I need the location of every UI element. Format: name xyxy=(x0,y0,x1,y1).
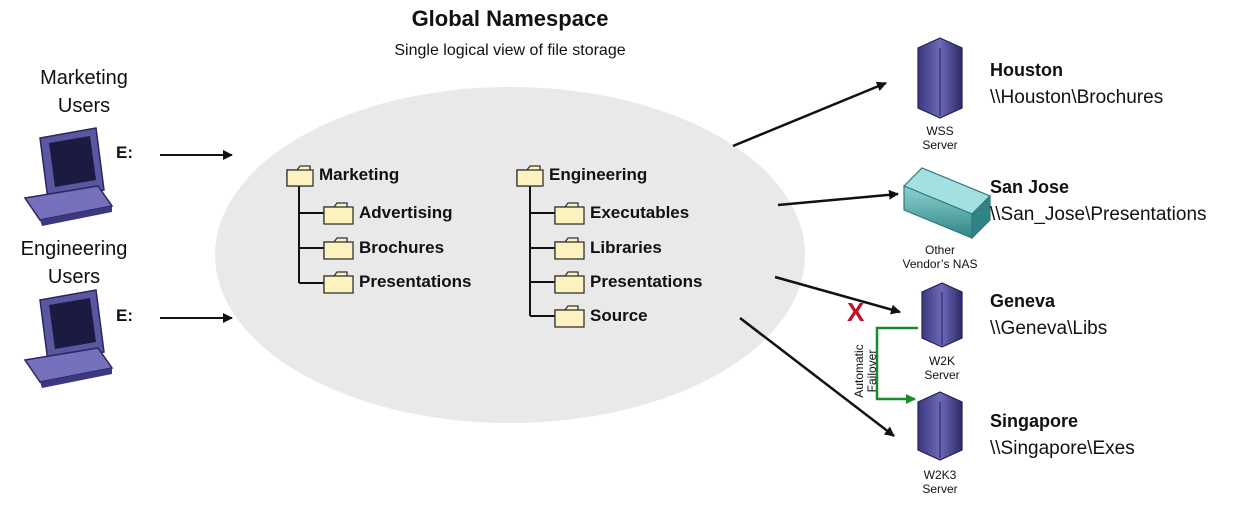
site-path: \\Houston\Brochures xyxy=(990,87,1164,108)
singapore-arrow xyxy=(739,317,895,437)
folder-presentations[interactable]: Presentations xyxy=(359,272,472,291)
san-jose-arrow xyxy=(777,189,899,207)
site-path: \\Singapore\Exes xyxy=(990,438,1135,459)
folder-engineering[interactable]: Engineering xyxy=(549,165,648,184)
failure-x-mark: X xyxy=(847,297,865,327)
folder-executables[interactable]: Executables xyxy=(590,203,690,222)
san-jose-server-caption: Other Vendor’s NAS xyxy=(902,243,978,271)
folder-icon xyxy=(516,165,544,187)
folder-icon xyxy=(554,237,585,260)
marketing-users-label: Marketing Users xyxy=(40,67,128,117)
computer-icon xyxy=(23,127,114,226)
engineering-users-label: Engineering Users xyxy=(20,238,128,288)
failover-path xyxy=(875,326,918,404)
geneva-arrow xyxy=(774,275,901,315)
site-path: \\San_Jose\Presentations xyxy=(990,204,1207,225)
computer-icon xyxy=(23,289,114,388)
marketing-drive-label: E: xyxy=(116,143,133,162)
geneva-server-caption: W2K Server xyxy=(924,354,960,382)
nas-appliance-icon xyxy=(902,167,992,240)
folder-source[interactable]: Source xyxy=(590,306,648,325)
folder-icon xyxy=(554,271,585,294)
folder-marketing[interactable]: Marketing xyxy=(319,165,400,184)
folder-presentations[interactable]: Presentations xyxy=(590,272,703,291)
folder-icon xyxy=(554,305,585,328)
folder-brochures[interactable]: Brochures xyxy=(359,238,445,257)
houston-arrow xyxy=(732,81,887,148)
tower-server-icon xyxy=(917,391,963,461)
tower-server-icon xyxy=(921,282,963,348)
marketing-tree-lines xyxy=(298,183,326,284)
folder-icon xyxy=(323,202,354,225)
engineering-tree-lines xyxy=(529,183,557,317)
site-path: \\Geneva\Libs xyxy=(990,318,1108,339)
site-singapore: Singapore \\Singapore\Exes xyxy=(990,411,1135,460)
site-san-jose: San Jose \\San_Jose\Presentations xyxy=(990,177,1207,226)
folder-libraries[interactable]: Libraries xyxy=(590,238,662,257)
folder-icon xyxy=(554,202,585,225)
site-geneva: Geneva \\Geneva\Libs xyxy=(990,291,1107,340)
singapore-server-caption: W2K3 Server xyxy=(922,468,958,496)
site-name: Houston xyxy=(990,60,1063,80)
site-name: Singapore xyxy=(990,411,1079,431)
folder-icon xyxy=(323,237,354,260)
diagram-title: Global Namespace xyxy=(411,6,609,31)
folder-advertising[interactable]: Advertising xyxy=(359,203,453,222)
namespace-ellipse xyxy=(215,87,805,423)
folder-icon xyxy=(286,165,314,187)
site-name: San Jose xyxy=(990,177,1070,197)
site-houston: Houston \\Houston\Brochures xyxy=(990,60,1163,109)
engineering-drive-label: E: xyxy=(116,306,133,325)
tower-server-icon xyxy=(917,37,963,119)
houston-server-caption: WSS Server xyxy=(922,124,958,152)
failover-label: Automatic Failover xyxy=(852,344,879,398)
site-name: Geneva xyxy=(990,291,1056,311)
folder-icon xyxy=(323,271,354,294)
diagram-subtitle: Single logical view of file storage xyxy=(394,42,626,59)
